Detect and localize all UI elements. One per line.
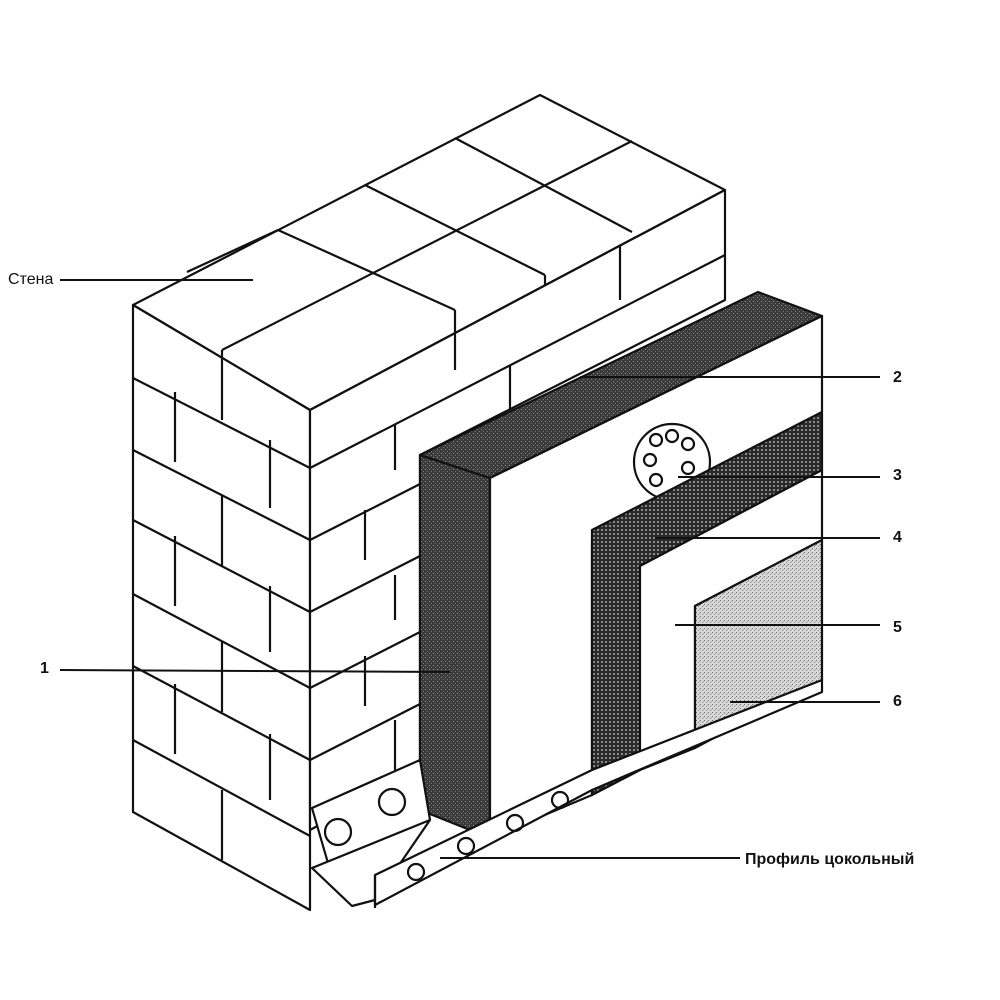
label-3: 3 — [893, 467, 902, 484]
label-2: 2 — [893, 369, 902, 386]
base-profile — [310, 678, 824, 908]
label-4: 4 — [893, 529, 902, 546]
label-5: 5 — [893, 619, 902, 636]
label-6: 6 — [893, 693, 902, 710]
layer-1-insulation-edge — [418, 453, 492, 840]
label-wall: Стена — [8, 271, 54, 288]
leader-lines — [59, 279, 880, 859]
wall-left-face — [131, 303, 312, 912]
label-1: 1 — [40, 660, 49, 677]
label-base-profile: Профиль цокольный — [745, 851, 915, 868]
